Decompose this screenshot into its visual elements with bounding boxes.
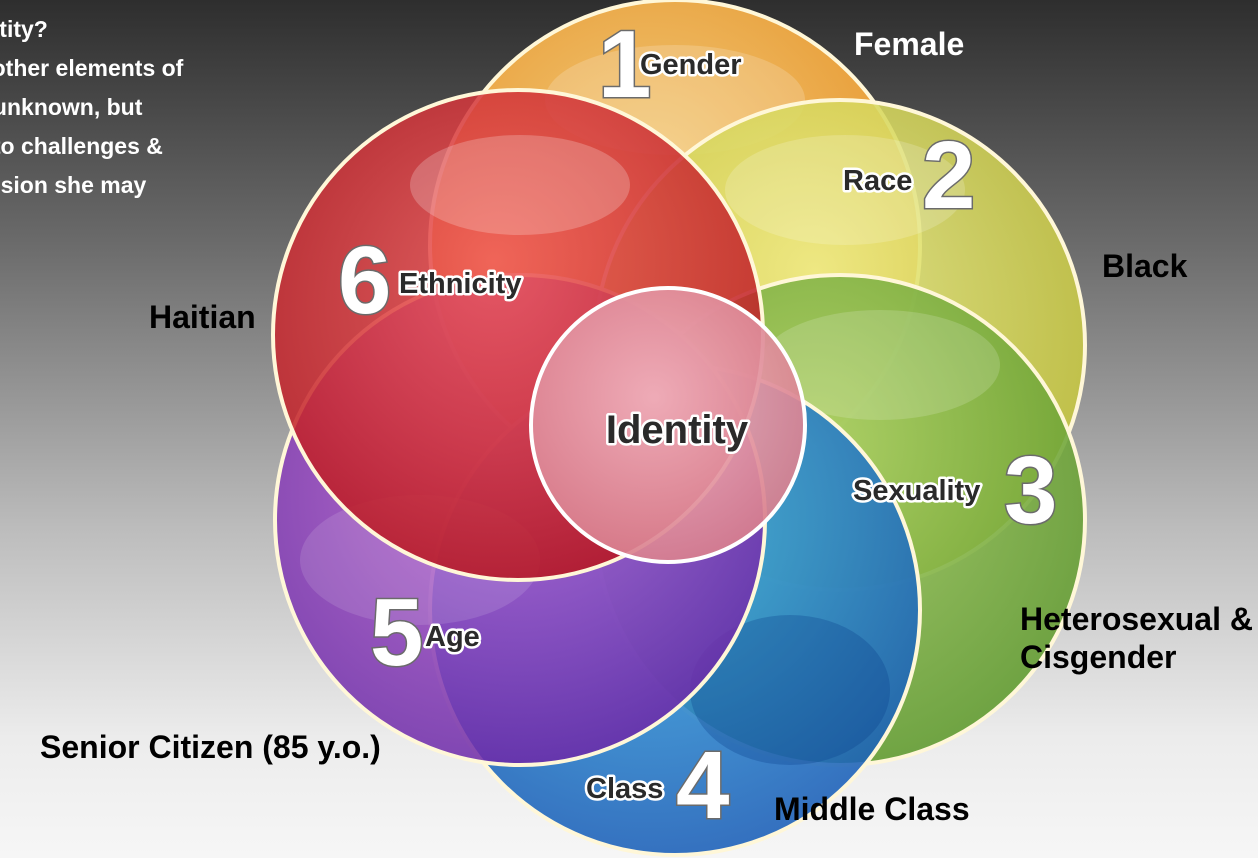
race-value-label: Black — [1102, 248, 1188, 284]
category-ethnicity: 6 Ethnicity — [337, 226, 524, 336]
category-label: Class — [586, 773, 663, 805]
intro-line: ute to challenges & — [0, 133, 163, 159]
category-label: Gender — [640, 49, 742, 81]
category-label: Ethnicity — [399, 268, 521, 300]
age-value-label: Senior Citizen (85 y.o.) — [40, 729, 381, 765]
sexuality-value-label: Heterosexual & Cisgender — [1020, 601, 1253, 675]
category-number: 5 — [370, 579, 423, 686]
category-sexuality: Sexuality 3 — [851, 436, 1059, 546]
center-identity-label: Identity — [606, 408, 749, 452]
gender-value-label: Female — [854, 26, 965, 62]
intro-line: identity? — [0, 16, 48, 42]
circle-identity-center — [529, 286, 807, 564]
category-number: 2 — [922, 122, 975, 229]
category-gender: 1 Gender — [597, 10, 745, 120]
category-number: 1 — [598, 11, 651, 118]
category-number: 3 — [1004, 437, 1057, 544]
intro-line: are unknown, but — [0, 94, 143, 120]
intro-line: me other elements of — [0, 55, 184, 81]
intro-text: identity? me other elements of are unkno… — [0, 10, 322, 205]
ethnicity-value-label: Haitian — [149, 299, 256, 335]
category-number: 6 — [338, 227, 391, 334]
category-label: Sexuality — [853, 475, 980, 507]
class-value-label: Middle Class — [774, 791, 970, 827]
category-number: 4 — [676, 732, 729, 839]
category-class: Class 4 — [584, 731, 731, 841]
intro-line: pression she may — [0, 172, 147, 198]
category-age: 5 Age — [369, 578, 483, 688]
category-label: Age — [425, 621, 480, 653]
category-race: Race 2 — [841, 121, 977, 231]
category-label: Race — [843, 165, 912, 197]
